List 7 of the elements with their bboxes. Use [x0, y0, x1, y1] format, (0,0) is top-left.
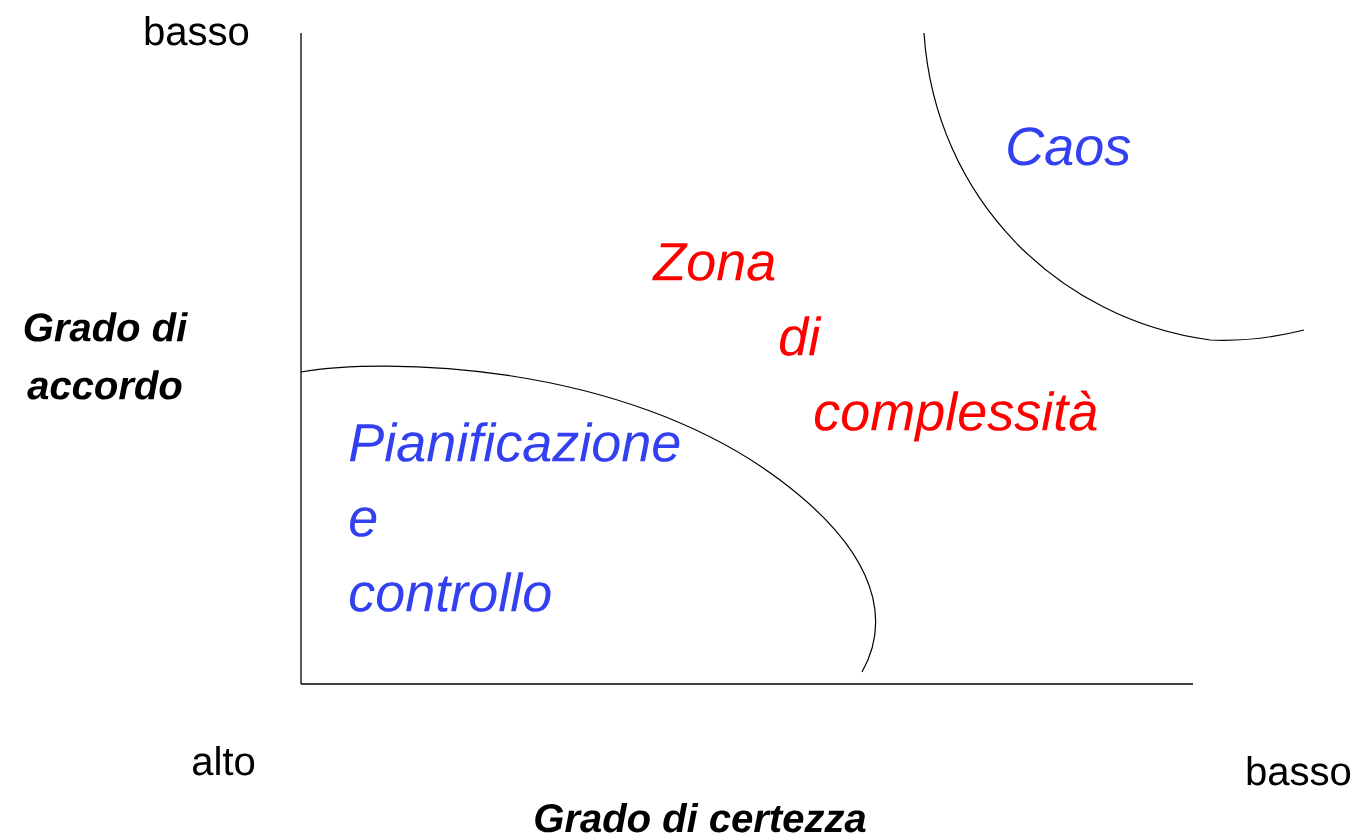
region-label: Pianificazione e controllo	[349, 422, 680, 612]
scale-label: basso	[1247, 756, 1351, 786]
scale-label: basso	[145, 16, 249, 46]
scale-label: alto	[193, 746, 255, 776]
axis-title: Grado di accordo	[24, 312, 188, 400]
region-label: Caos	[1008, 127, 1131, 166]
axis-title: Grado di certezza	[535, 803, 866, 833]
